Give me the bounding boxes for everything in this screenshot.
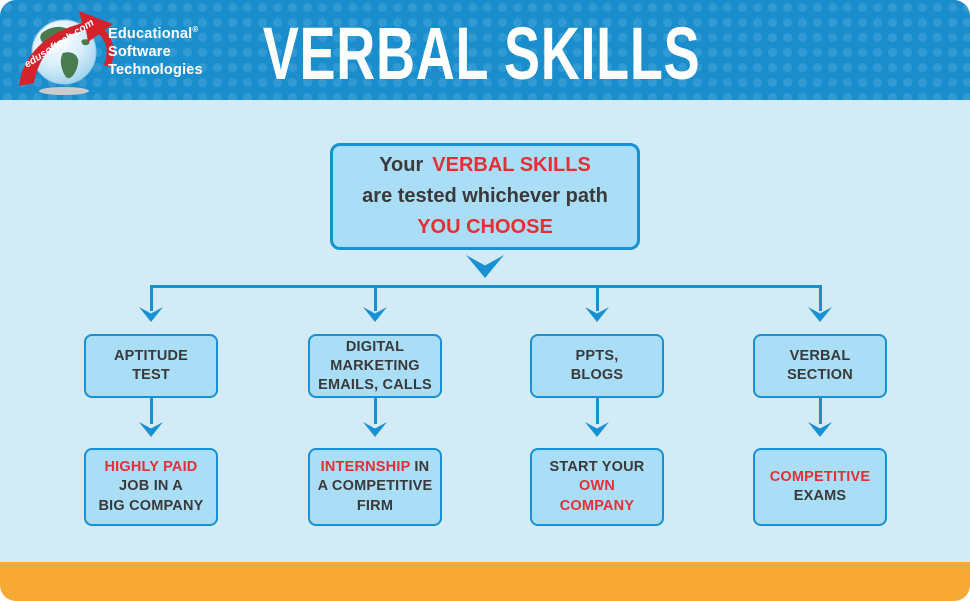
brand-line-3: Technologies bbox=[108, 61, 203, 78]
outcome-box-own-company: START YOUR OWN COMPANY bbox=[530, 448, 664, 526]
brand-name: Educational® Software Technologies bbox=[108, 21, 203, 79]
arrowhead-icon bbox=[585, 422, 609, 437]
connector-stub bbox=[149, 285, 153, 311]
arrowhead-icon bbox=[466, 255, 504, 278]
box-line: OWN bbox=[578, 478, 616, 495]
arrowhead-icon bbox=[139, 307, 163, 322]
box-line: BLOGS bbox=[570, 367, 624, 383]
globe-shadow bbox=[39, 87, 89, 95]
box-line: START YOUR bbox=[549, 458, 645, 475]
box-line: APTITUDE bbox=[113, 348, 189, 364]
connector-stub bbox=[818, 285, 822, 311]
box-line: JOB IN A bbox=[119, 478, 183, 495]
header-banner: edusoftech.com Educational® Software Tec… bbox=[0, 0, 970, 100]
page-title: VERBAL SKILLS bbox=[262, 12, 701, 95]
arrowhead-icon bbox=[363, 307, 387, 322]
box-line: HIGHLY PAID bbox=[104, 458, 198, 475]
box-line: EXAMS bbox=[793, 488, 847, 504]
box-line: INTERNSHIP IN bbox=[320, 458, 430, 475]
box-line: VERBAL bbox=[789, 348, 851, 364]
arrowhead-icon bbox=[808, 307, 832, 322]
arrowhead-icon bbox=[808, 422, 832, 437]
ribbon-arrow bbox=[19, 11, 113, 86]
continent-small bbox=[81, 39, 90, 46]
outcome-box-highly-paid-job: HIGHLY PAID JOB IN A BIG COMPANY bbox=[84, 448, 218, 526]
box-line: FIRM bbox=[356, 497, 394, 514]
connector-stub bbox=[818, 398, 822, 424]
brand-line-2: Software bbox=[108, 43, 171, 60]
path-box-aptitude-test: APTITUDE TEST bbox=[84, 334, 218, 398]
arrowhead-icon bbox=[585, 307, 609, 322]
connector-stub bbox=[595, 285, 599, 311]
path-box-verbal-section: VERBAL SECTION bbox=[753, 334, 887, 398]
globe-logo-icon: edusoftech.com bbox=[19, 11, 114, 95]
continent-south bbox=[60, 52, 79, 79]
connector-horizontal-line bbox=[150, 285, 821, 288]
connector-stub bbox=[373, 398, 377, 424]
box-line: COMPETITIVE bbox=[769, 468, 871, 485]
arrowhead-icon bbox=[363, 422, 387, 437]
path-box-ppts-blogs: PPTS, BLOGS bbox=[530, 334, 664, 398]
connector-stub bbox=[373, 285, 377, 311]
path-box-digital-marketing: DIGITAL MARKETING EMAILS, CALLS bbox=[308, 334, 442, 398]
box-line: SECTION bbox=[787, 367, 853, 383]
registered-mark: ® bbox=[192, 25, 199, 34]
arrowhead-icon bbox=[139, 422, 163, 437]
footer-bar bbox=[0, 562, 970, 601]
box-line: BIG COMPANY bbox=[98, 497, 204, 514]
box-line: TEST bbox=[132, 367, 170, 383]
box-line: COMPANY bbox=[559, 497, 635, 514]
title-wrap: VERBAL SKILLS bbox=[0, 0, 970, 100]
outcome-box-competitive-exams: COMPETITIVE EXAMS bbox=[753, 448, 887, 526]
root-line-2: are tested whichever path bbox=[362, 185, 608, 207]
brand-line-1: Educational® bbox=[108, 25, 199, 42]
box-line: PPTS, bbox=[575, 348, 619, 364]
outcome-box-internship: INTERNSHIP IN A COMPETITIVE FIRM bbox=[308, 448, 442, 526]
connector-stub bbox=[595, 398, 599, 424]
box-line: EMAILS, CALLS bbox=[318, 376, 432, 393]
box-line: MARKETING bbox=[330, 357, 420, 374]
box-line: A COMPETITIVE bbox=[317, 478, 433, 495]
connector-stub bbox=[149, 398, 153, 424]
box-line: DIGITAL bbox=[345, 338, 405, 355]
root-line-3: YOU CHOOSE bbox=[417, 216, 553, 238]
